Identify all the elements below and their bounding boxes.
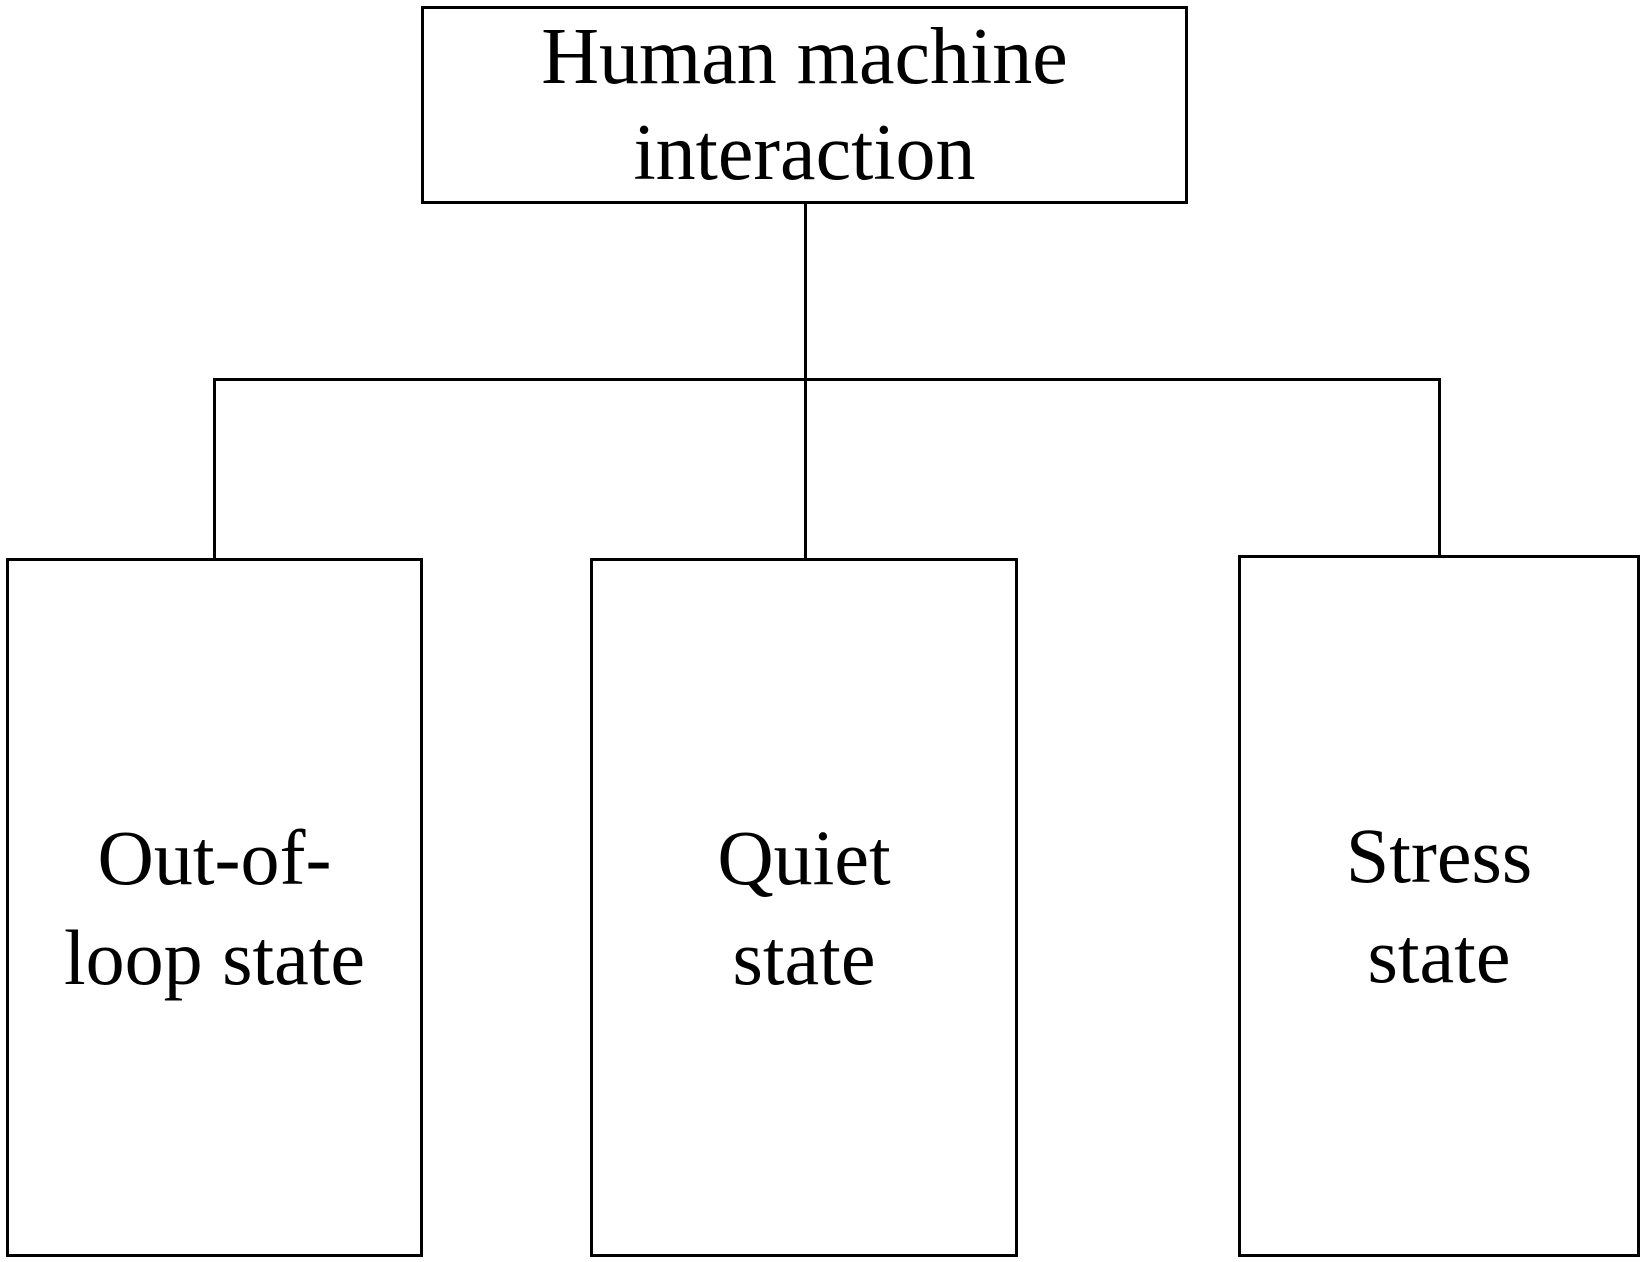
child-node-label: Stress state [1345, 812, 1533, 999]
child-node-label: Out-of- loop state [63, 813, 366, 1001]
child-connector-stress [1438, 378, 1441, 557]
root-node-human-machine-interaction: Human machine interaction [421, 6, 1188, 204]
child-node-quiet-state: Quiet state [590, 558, 1018, 1257]
child-node-out-of-loop-state: Out-of- loop state [6, 558, 423, 1257]
horizontal-bus-connector [213, 378, 1441, 381]
child-connector-out-of-loop [213, 378, 216, 560]
child-node-stress-state: Stress state [1238, 555, 1640, 1257]
root-node-label: Human machine interaction [541, 13, 1068, 197]
child-connector-quiet [804, 378, 807, 560]
child-node-label: Quiet state [717, 813, 891, 1001]
root-stem-connector [804, 204, 807, 381]
